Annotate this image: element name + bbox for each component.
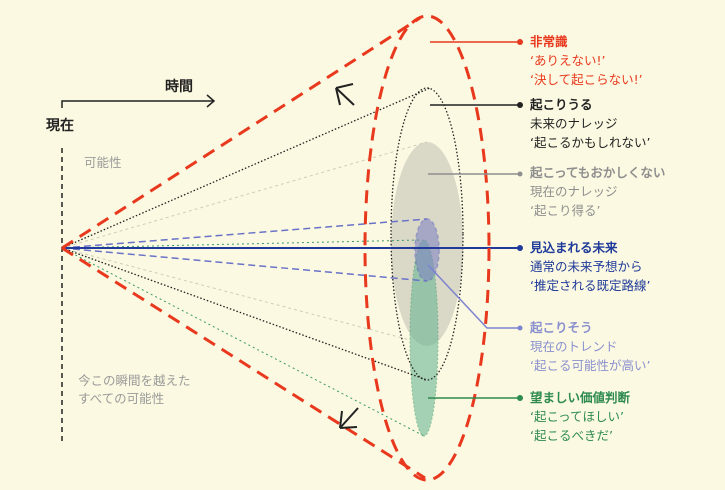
beyond-label-1: 今この瞬間を越えた — [78, 373, 191, 388]
group-line: 現在のトレンド — [530, 339, 618, 354]
group-line: 通常の未来予想から — [530, 259, 643, 274]
time-arrow — [61, 94, 216, 108]
group-line: ‘起こるべきだ’ — [530, 428, 613, 443]
group-line: ‘決して起こらない!’ — [530, 72, 643, 87]
group-line: ‘起こってほしい’ — [530, 409, 624, 424]
time-label: 時間 — [165, 79, 193, 95]
connector-probable — [427, 264, 520, 329]
group-title: 非常識 — [530, 34, 568, 49]
expand-up-arrow-icon — [335, 83, 355, 106]
group-title: 起こりそう — [530, 320, 593, 335]
group-title: 見込まれる未来 — [530, 240, 618, 255]
possible-cone — [61, 87, 464, 381]
group-line: 現在のナレッジ — [530, 184, 618, 199]
group-title: 起こってもおかしくない — [530, 165, 666, 180]
probable-cone — [61, 218, 428, 282]
group-title: 起こりうる — [530, 97, 593, 112]
group-probable: 起こりそう 現在のトレンド ‘起こる可能性が高い’ — [530, 318, 650, 375]
expand-down-arrow-icon — [339, 407, 359, 429]
beyond-label-2: すべての可能性 — [78, 391, 165, 406]
group-line: 未来のナレッジ — [530, 116, 618, 131]
now-label: 現在 — [46, 118, 74, 134]
group-line: ‘起こる可能性が高い’ — [530, 358, 651, 373]
group-possible: 起こりうる 未来のナレッジ ‘起こるかもしれない’ — [530, 95, 650, 152]
group-plausible: 起こってもおかしくない 現在のナレッジ ‘起こり得る’ — [530, 163, 665, 220]
probable-ellipse — [414, 218, 440, 282]
possibility-label: 可能性 — [84, 155, 122, 170]
group-preferable: 望ましい価値判断 ‘起こってほしい’ ‘起こるべきだ’ — [530, 388, 630, 445]
group-line: ‘推定される既定路線’ — [530, 278, 651, 293]
group-line: ‘起こり得る’ — [530, 203, 601, 218]
group-title: 望ましい価値判断 — [530, 390, 631, 405]
group-line: ‘ありえない!’ — [530, 53, 606, 68]
group-line: ‘起こるかもしれない’ — [530, 135, 651, 150]
preferable-ellipse — [409, 239, 439, 437]
preposterous-cone — [61, 14, 491, 482]
group-preposterous: 非常識 ‘ありえない!’ ‘決して起こらない!’ — [530, 32, 643, 89]
group-projected: 見込まれる未来 通常の未来予想から ‘推定される既定路線’ — [530, 238, 650, 295]
